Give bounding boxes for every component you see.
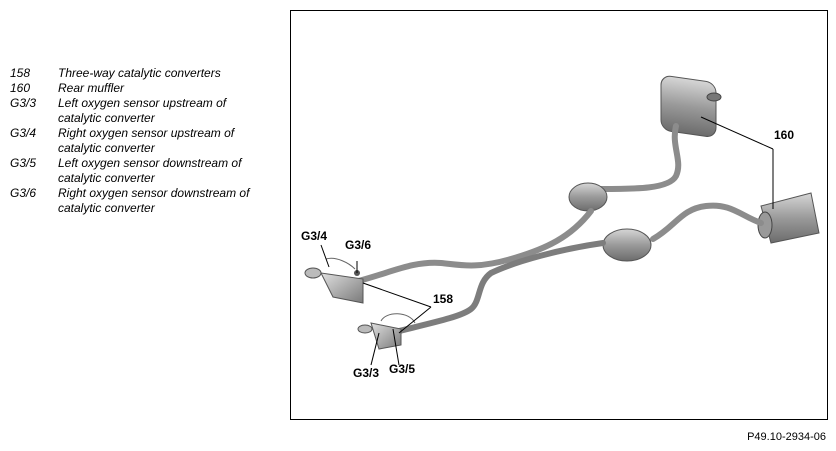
callout-158: 158 bbox=[433, 292, 454, 306]
callout-g3-5: G3/5 bbox=[389, 362, 416, 376]
callout-g3-6: G3/6 bbox=[345, 238, 372, 252]
legend-code: G3/6 bbox=[10, 186, 37, 200]
callout-g3-4: G3/4 bbox=[301, 229, 328, 243]
diagram-frame: 160 158 G3/4 G3/6 G3/3 G3/5 bbox=[290, 10, 828, 420]
pipe-left-bank bbox=[388, 240, 606, 336]
legend-description: Right oxygen sensor downstream of cataly… bbox=[58, 186, 250, 215]
legend-code: 160 bbox=[10, 81, 31, 95]
legend-item: 158 Three-way catalytic converters bbox=[10, 66, 280, 81]
resonator-upper bbox=[568, 182, 608, 212]
legend-item: 160 Rear muffler bbox=[10, 81, 280, 96]
pipe-lower-muffler bbox=[650, 202, 764, 242]
exhaust-system-illustration bbox=[304, 75, 820, 366]
catalytic-converter-right bbox=[304, 257, 364, 304]
legend-description: Rear muffler bbox=[58, 81, 125, 95]
legend-item: G3/3 Left oxygen sensor upstream of cata… bbox=[10, 96, 280, 126]
legend-description: Right oxygen sensor upstream of catalyti… bbox=[58, 126, 235, 155]
callout-160: 160 bbox=[774, 128, 795, 142]
rear-muffler-upper bbox=[660, 75, 722, 137]
resonator-center bbox=[602, 228, 652, 262]
pipe-upper-muffler bbox=[598, 123, 682, 192]
rear-muffler-lower bbox=[757, 192, 820, 244]
pipe-right-bank bbox=[348, 208, 594, 286]
legend-code: 158 bbox=[10, 66, 31, 80]
legend-code: G3/3 bbox=[10, 96, 37, 110]
legend-description: Left oxygen sensor upstream of catalytic… bbox=[58, 96, 227, 125]
legend-description: Three-way catalytic converters bbox=[58, 66, 221, 80]
legend-code: G3/5 bbox=[10, 156, 37, 170]
legend-code: G3/4 bbox=[10, 126, 37, 140]
leader-lines bbox=[320, 116, 774, 366]
callout-g3-3: G3/3 bbox=[353, 366, 380, 380]
legend-item: G3/4 Right oxygen sensor upstream of cat… bbox=[10, 126, 280, 156]
legend-item: G3/6 Right oxygen sensor downstream of c… bbox=[10, 186, 280, 216]
reference-code: P49.10-2934-06 bbox=[747, 431, 826, 443]
legend-item: G3/5 Left oxygen sensor downstream of ca… bbox=[10, 156, 280, 186]
legend-description: Left oxygen sensor downstream of catalyt… bbox=[58, 156, 242, 185]
legend: 158 Three-way catalytic converters 160 R… bbox=[10, 66, 280, 216]
